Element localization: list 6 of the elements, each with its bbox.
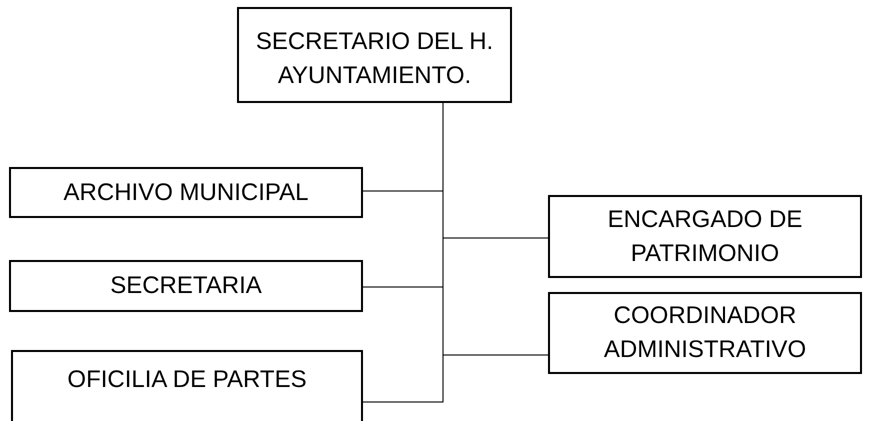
org-box: ENCARGADO DE PATRIMONIO [548,195,862,278]
org-box: SECRETARIA [9,260,363,312]
org-box: ARCHIVO MUNICIPAL [9,167,363,218]
org-box: COORDINADOR ADMINISTRATIVO [548,292,862,374]
org-box: OFICILIA DE PARTES [11,350,363,421]
org-box: SECRETARIO DEL H. AYUNTAMIENTO. [237,7,512,103]
